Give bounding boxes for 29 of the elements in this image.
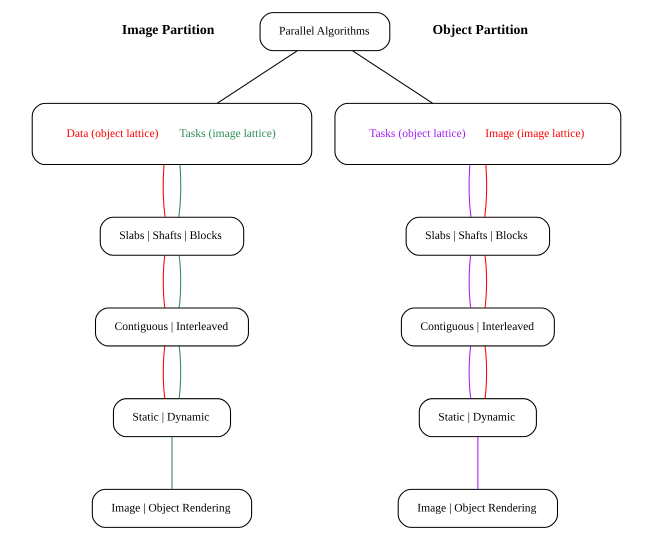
connector <box>484 256 487 308</box>
connector <box>468 164 471 218</box>
connector <box>352 50 432 104</box>
connector <box>468 346 471 399</box>
node-box: Slabs | Shafts | Blocks <box>405 216 550 256</box>
connector <box>484 346 487 399</box>
connector <box>178 346 181 399</box>
node-box: Static | Dynamic <box>418 398 536 438</box>
node-box: Image | Object Rendering <box>397 488 558 528</box>
connector <box>162 346 165 399</box>
connector <box>178 164 181 218</box>
node-box: Contiguous | Interleaved <box>400 307 554 346</box>
node-box: Static | Dynamic <box>112 398 231 438</box>
node-box: Slabs | Shafts | Blocks <box>99 216 244 256</box>
label: Image Partition <box>121 22 214 38</box>
connector <box>468 256 471 308</box>
connector <box>162 256 165 308</box>
node-box: Data (object lattice) Tasks (image lattice) <box>31 102 312 166</box>
node-box: Tasks (object lattice) Image (image lattice) <box>334 102 621 166</box>
connector <box>178 256 181 308</box>
connector <box>476 437 478 490</box>
connector <box>484 164 487 218</box>
connector <box>162 164 166 218</box>
node-box: Contiguous | Interleaved <box>94 307 248 346</box>
connector <box>216 50 297 104</box>
node-box: Image | Object Rendering <box>91 488 252 528</box>
label: Object Partition <box>432 22 528 38</box>
node-box: Parallel Algorithms <box>259 12 390 52</box>
connector <box>170 437 172 490</box>
